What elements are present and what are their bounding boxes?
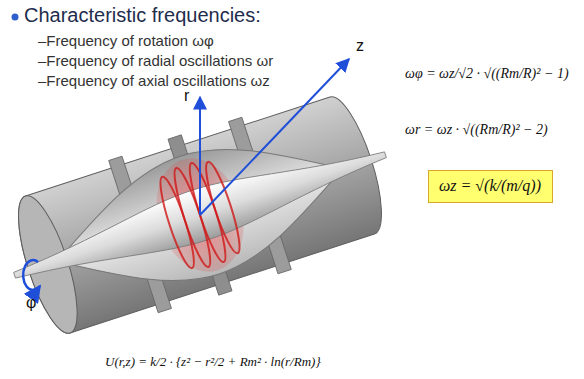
bullet-dot <box>12 14 19 21</box>
axis-label: φ <box>26 293 36 313</box>
label-slot: r <box>184 86 189 106</box>
label-slot: –Frequency of rotation ωφ <box>38 32 214 51</box>
rotation-arrow <box>23 260 40 290</box>
label-slot: z <box>356 36 364 56</box>
label-slot: U(r,z) = k/2 · {z² − r²/2 + Rm² · ln(r/R… <box>105 352 435 370</box>
label-slot: –Frequency of radial oscillations ωr <box>38 52 273 71</box>
highlight-box: ωz = √(k/(m/q)) <box>428 170 553 203</box>
formula: ωr = ωz · √((Rm/R)² − 2) <box>405 121 548 139</box>
label-slot: ωr = ωz · √((Rm/R)² − 2) <box>405 120 577 139</box>
formula: ωφ = ωz/√2 · √((Rm/R)² − 1) <box>405 65 569 83</box>
frequency-item: –Frequency of axial oscillations ωz <box>38 72 270 91</box>
orbitrap-cutaway <box>0 77 411 353</box>
axis-label: z <box>356 36 364 56</box>
label-slot: –Frequency of axial oscillations ωz <box>38 72 270 91</box>
frequency-item: –Frequency of rotation ωφ <box>38 32 214 51</box>
ion-ring <box>169 166 216 270</box>
r-axis <box>199 97 201 215</box>
axis-label: r <box>184 86 189 106</box>
title-slot: Characteristic frequencies: <box>24 4 261 27</box>
label-slot: ωφ = ωz/√2 · √((Rm/R)² − 1) <box>405 64 577 83</box>
label-slot: φ <box>26 293 36 313</box>
potential-formula: U(r,z) = k/2 · {z² − r²/2 + Rm² · ln(r/R… <box>105 354 321 370</box>
slide-title: Characteristic frequencies: <box>24 4 261 27</box>
formula: ωz = √(k/(m/q)) <box>439 177 541 195</box>
frequency-item: –Frequency of radial oscillations ωr <box>38 52 273 71</box>
